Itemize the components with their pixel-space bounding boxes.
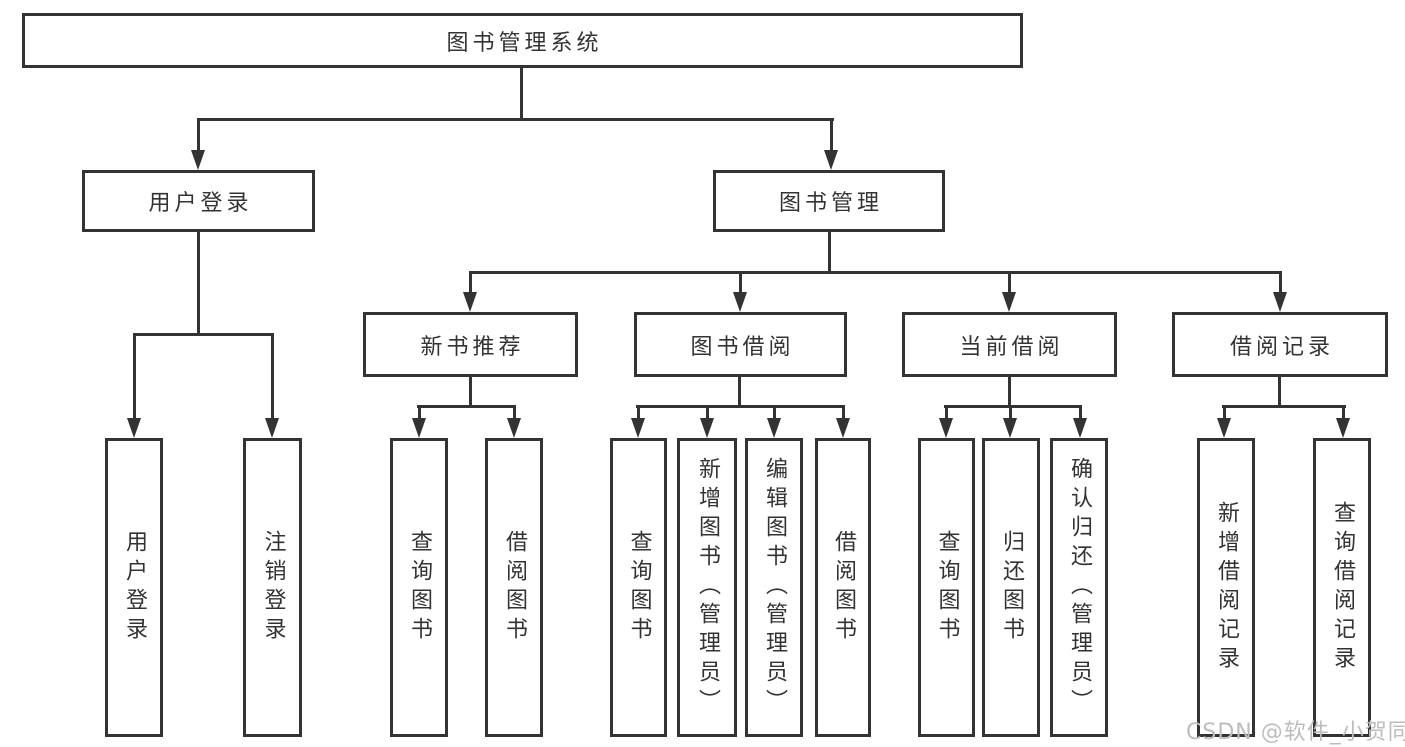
connector-line [418, 405, 421, 419]
arrowhead-down-icon [767, 418, 781, 438]
connector-line [520, 68, 523, 118]
connector-line [636, 405, 845, 408]
arrowhead-down-icon [507, 418, 521, 438]
connector-line [739, 271, 742, 293]
leaf-return-books: 归还图书 [982, 438, 1040, 737]
node-current-borrowing: 当前借阅 [902, 312, 1117, 377]
connector-line [738, 377, 741, 408]
csdn-watermark: CSDN @软件_小贺同学 [1186, 720, 1405, 745]
leaf-label: 用户登录 [122, 529, 147, 646]
connector-line [944, 405, 1082, 408]
connector-line [197, 118, 200, 151]
leaf-user-login: 用户登录 [105, 438, 163, 737]
node-library-management-system: 图书管理系统 [22, 13, 1023, 68]
arrowhead-down-icon [1002, 292, 1016, 312]
arrowhead-down-icon [700, 418, 714, 438]
node-borrowing-records: 借阅记录 [1172, 312, 1388, 377]
leaf-label: 查询图书 [626, 529, 652, 646]
connector-line [197, 232, 200, 336]
arrowhead-down-icon [631, 418, 645, 438]
leaf-label: 查询借阅记录 [1330, 500, 1355, 675]
arrowhead-down-icon [1217, 418, 1231, 438]
leaf-label: 借阅图书 [502, 529, 527, 646]
leaf-label: 新增图书（管理员） [695, 457, 720, 718]
connector-line [773, 405, 776, 419]
node-user-login: 用户登录 [82, 170, 315, 232]
leaf-logout: 注销登录 [243, 438, 302, 737]
connector-line [1279, 271, 1282, 293]
connector-line [842, 405, 845, 419]
leaf-label: 确认归还（管理员） [1067, 457, 1092, 718]
connector-line [469, 271, 1282, 274]
connector-line [513, 405, 516, 419]
connector-line [706, 405, 709, 419]
leaf-label: 编辑图书（管理员） [762, 457, 787, 718]
leaf-query-books-recommend: 查询图书 [390, 438, 448, 737]
arrowhead-down-icon [412, 418, 426, 438]
arrowhead-down-icon [836, 418, 850, 438]
arrowhead-down-icon [1073, 418, 1087, 438]
leaf-borrow-books-recommend: 借阅图书 [485, 438, 543, 737]
arrowhead-down-icon [939, 418, 953, 438]
connector-line [469, 271, 472, 293]
leaf-label: 注销登录 [260, 529, 286, 646]
leaf-edit-books-admin: 编辑图书（管理员） [745, 438, 803, 737]
connector-line [1079, 405, 1082, 419]
arrowhead-down-icon [824, 150, 838, 170]
leaf-query-borrow-record: 查询借阅记录 [1313, 438, 1371, 737]
leaf-confirm-return-admin: 确认归还（管理员） [1050, 438, 1108, 737]
node-book-borrowing: 图书借阅 [634, 312, 847, 377]
connector-line [133, 333, 136, 419]
arrowhead-down-icon [191, 150, 205, 170]
connector-line [133, 333, 274, 336]
arrowhead-down-icon [127, 418, 141, 438]
leaf-label: 查询图书 [934, 529, 960, 646]
leaf-borrow-books-borrowing: 借阅图书 [815, 438, 871, 737]
connector-line [469, 377, 472, 408]
connector-line [1222, 405, 1346, 408]
connector-line [637, 405, 640, 419]
connector-line [828, 232, 831, 274]
connector-line [945, 405, 948, 419]
leaf-add-borrow-record: 新增借阅记录 [1197, 438, 1255, 737]
arrowhead-down-icon [1336, 418, 1350, 438]
leaf-label: 借阅图书 [831, 529, 856, 646]
arrowhead-down-icon [463, 292, 477, 312]
node-new-book-recommend: 新书推荐 [363, 312, 578, 377]
leaf-query-books-current: 查询图书 [918, 438, 975, 737]
connector-line [830, 118, 833, 151]
arrowhead-down-icon [265, 418, 279, 438]
leaf-label: 查询图书 [407, 529, 432, 646]
connector-line [1223, 405, 1226, 419]
node-book-management: 图书管理 [713, 170, 945, 232]
connector-line [1278, 377, 1281, 408]
arrowhead-down-icon [733, 292, 747, 312]
connector-line [271, 333, 274, 419]
arrowhead-down-icon [1273, 292, 1287, 312]
leaf-add-books-admin: 新增图书（管理员） [677, 438, 737, 737]
connector-line [1342, 405, 1345, 419]
connector-line [1008, 271, 1011, 293]
leaf-label: 新增借阅记录 [1214, 500, 1239, 675]
leaf-label: 归还图书 [999, 529, 1024, 646]
connector-line [417, 405, 516, 408]
connector-line [1009, 405, 1012, 419]
connector-line [1008, 377, 1011, 408]
arrowhead-down-icon [1003, 418, 1017, 438]
connector-line [197, 118, 834, 121]
leaf-query-books-borrowing: 查询图书 [610, 438, 667, 737]
